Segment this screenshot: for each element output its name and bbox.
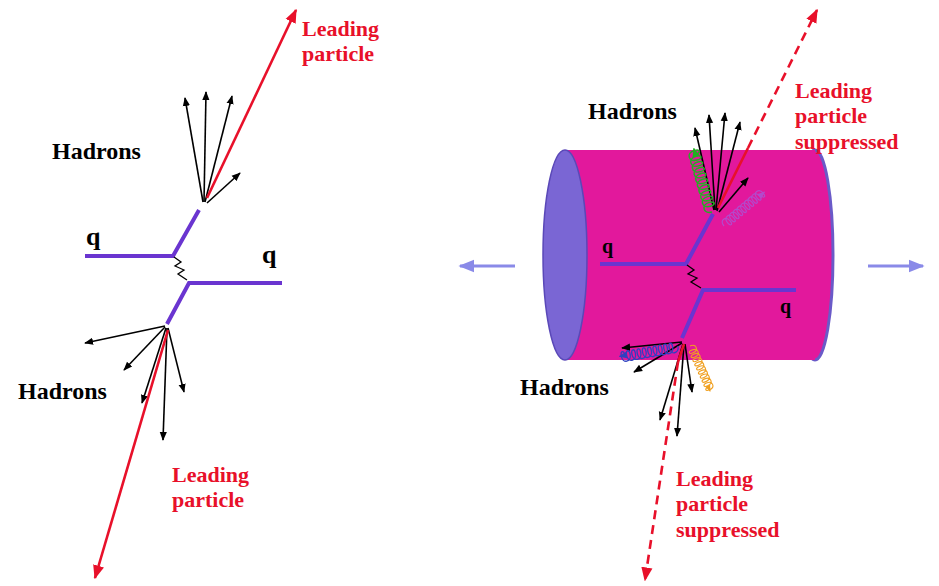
cylinder-end [543,150,587,360]
leading-particle-arrows [95,330,168,578]
quark-lines [167,283,282,324]
hadron-arrows [685,344,692,392]
hadron-arrows [185,98,203,202]
label-5: Leading particle [172,462,282,513]
particle-label: Leading particle suppressed [795,78,899,154]
leading-particle-arrows [95,10,296,578]
hadron-arrows [717,122,740,211]
hadron-arrows [142,328,166,403]
label-2: q [86,222,100,252]
cylinder-body [565,150,815,360]
hadron-arrows [622,113,748,436]
annotation-label: Hadrons [52,138,141,164]
label-1: Hadrons [52,138,141,166]
quark-lines [85,210,282,324]
label-9: Leading particle suppressed [676,466,801,542]
gluon-radiation [619,147,767,392]
quark-label: q [602,236,613,256]
photon-exchange [687,265,701,288]
medium-collision-illustration [600,10,817,580]
medium-expansion-arrows [868,265,923,268]
gluon-radiation [619,342,679,362]
label-3: q [262,240,276,270]
quark-lines [600,214,713,264]
medium-expansion-arrows [460,265,515,268]
photon-exchange [174,257,187,280]
hadron-arrows [677,344,684,436]
annotation-label: q [86,222,100,251]
suppressed-leading-particles [678,344,684,362]
suppressed-leading-particles [718,148,748,208]
hadron-arrows [204,92,206,202]
label-8: Hadrons [520,374,609,402]
quark-lines [682,290,796,338]
suppressed-leading-particles [645,10,817,580]
label-7: Leading particle suppressed [795,78,920,154]
label-6: Hadrons [588,98,677,126]
medium-cylinder: qq [540,148,840,362]
annotation-label: Hadrons [18,378,107,404]
quark-lines [85,210,199,256]
particle-label: Leading particle [172,462,249,512]
quark-lines [600,214,796,338]
annotation-label: q [262,240,276,269]
hadron-arrows [205,96,232,202]
label-4: Hadrons [18,378,107,406]
label-0: Leading particle [302,16,412,67]
hadron-arrows [168,328,184,392]
annotation-label: Hadrons [520,374,609,400]
suppressed-leading-particles [645,362,678,580]
gluon-radiation [687,147,716,214]
particle-label: Leading particle suppressed [676,466,780,542]
quark-label: q [780,296,791,316]
cylinder-shape [540,148,840,362]
gluon-radiation [721,188,767,229]
annotation-label: Hadrons [588,98,677,124]
particle-label: Leading particle [302,16,379,66]
leading-particle-arrows [207,10,296,198]
gluon-radiation [687,344,715,393]
